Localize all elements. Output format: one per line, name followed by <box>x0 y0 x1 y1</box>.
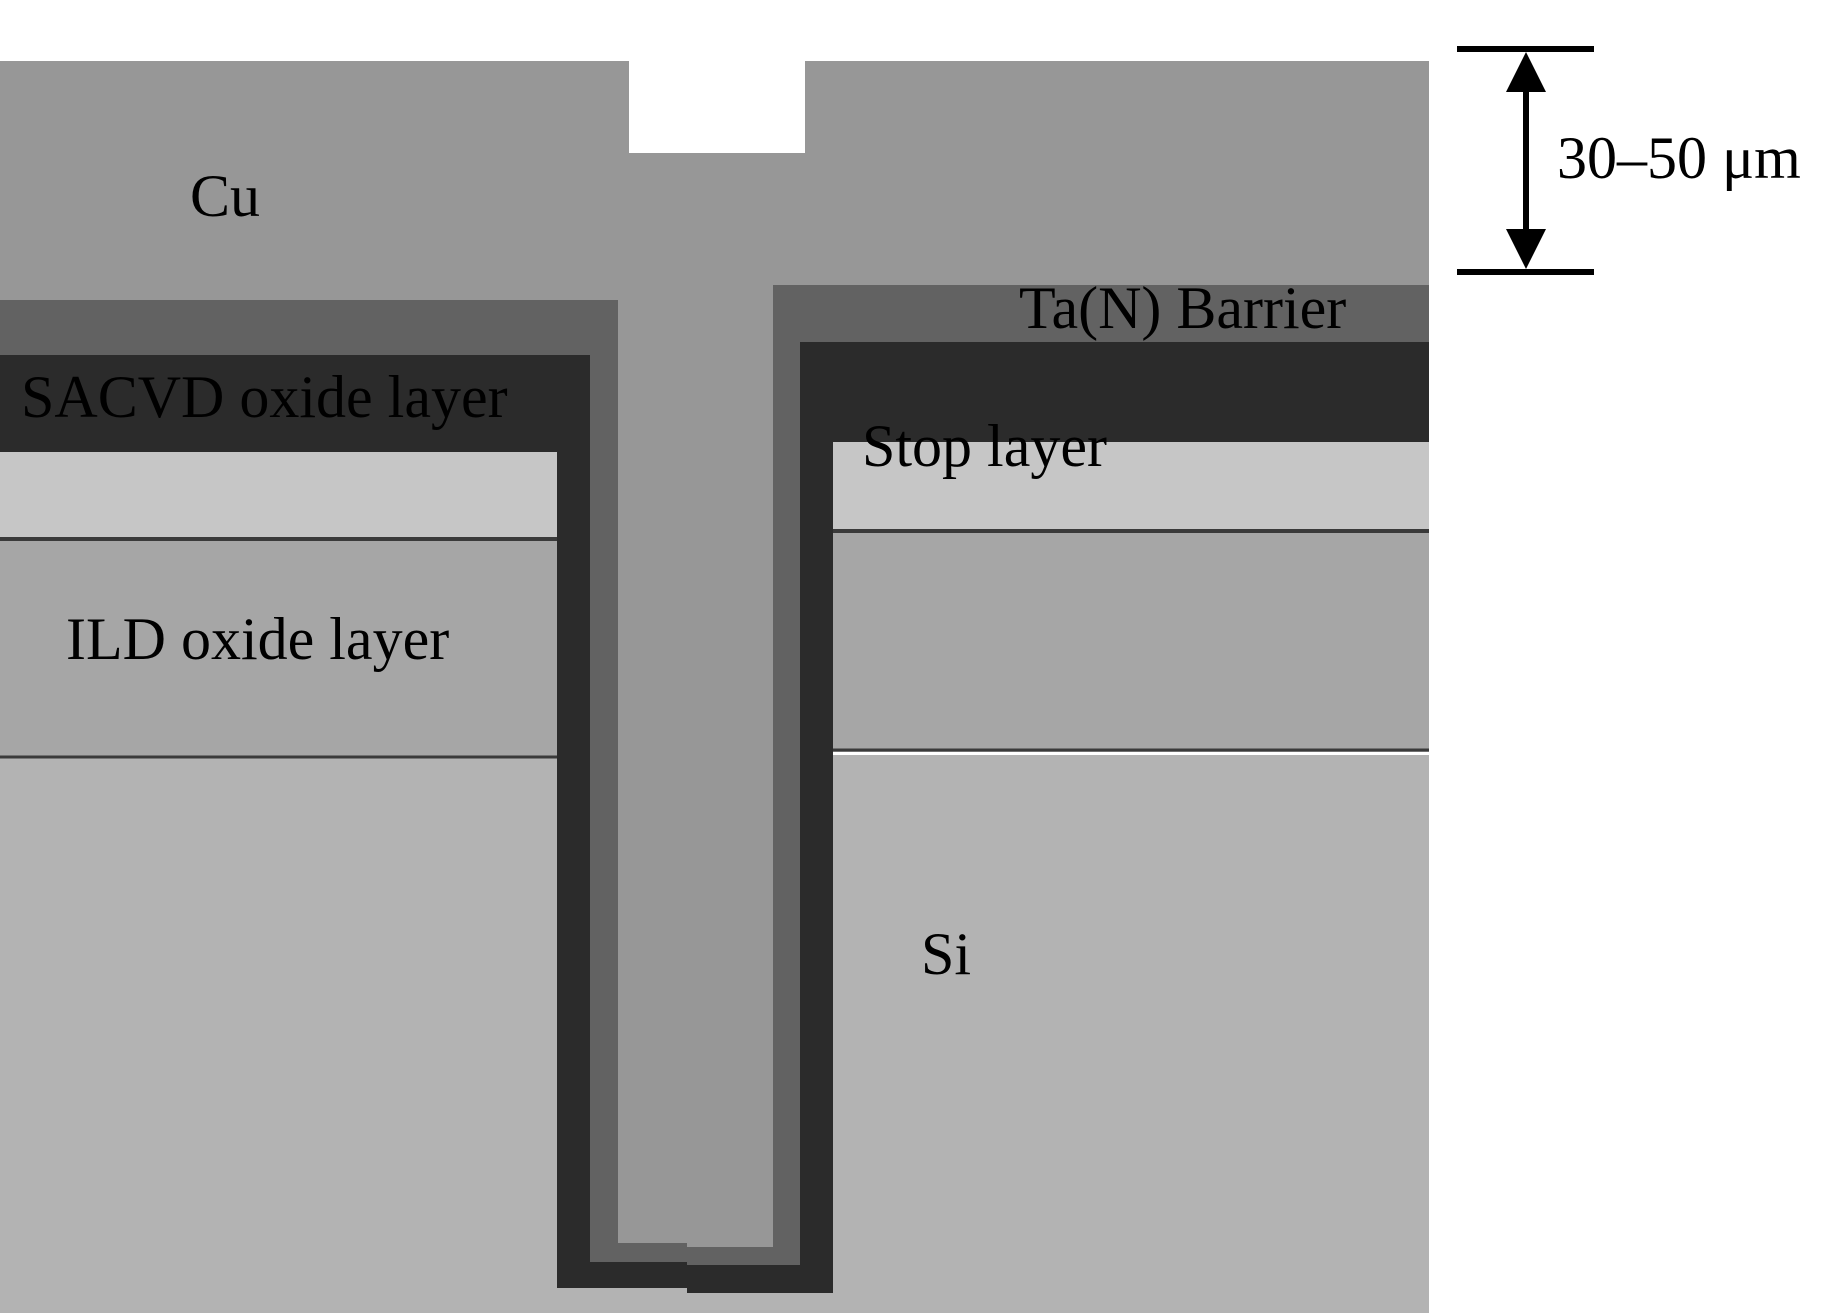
stop-layer-right <box>830 442 1429 530</box>
label-cu: Cu <box>190 163 260 229</box>
arrow-up-icon <box>1506 52 1546 92</box>
ild-layer-left <box>0 538 560 758</box>
scale-bar-label: 30–50 μm <box>1557 125 1801 191</box>
label-si: Si <box>921 921 971 987</box>
ild-layer-right <box>830 530 1429 752</box>
label-sacvd: SACVD oxide layer <box>21 364 508 430</box>
sacvd-oxide-layer <box>0 342 1429 1293</box>
label-stop-layer: Stop layer <box>862 413 1107 479</box>
arrow-down-icon <box>1506 229 1546 269</box>
cu-fill <box>0 61 1429 1247</box>
stop-layer-left <box>0 452 560 538</box>
label-barrier: Ta(N) Barrier <box>1019 275 1346 341</box>
scale-bar: 30–50 μm <box>1457 46 1801 275</box>
label-ild: ILD oxide layer <box>66 606 449 672</box>
